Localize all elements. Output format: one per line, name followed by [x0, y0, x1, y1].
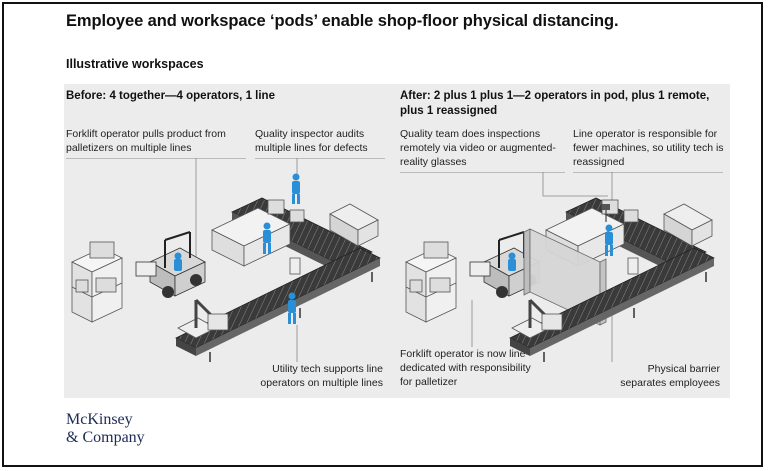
- divider: [255, 158, 385, 159]
- before-utility-note: Utility tech supports line operators on …: [260, 363, 383, 389]
- before-heading: Before: 4 together—4 operators, 1 line: [66, 90, 275, 102]
- quality-inspector-figure: [292, 173, 300, 204]
- page-title: Employee and workspace ‘pods’ enable sho…: [66, 12, 619, 30]
- after-scene: [405, 172, 715, 362]
- forklift: [135, 231, 206, 298]
- after-quality-note: Quality team does inspections remotely v…: [400, 128, 556, 168]
- after-barrier-note: Physical barrier separates employees: [620, 363, 720, 389]
- divider: [400, 172, 565, 173]
- logo-line-1: McKinsey: [66, 411, 133, 428]
- divider: [573, 172, 723, 173]
- palletizer-robot: [177, 298, 229, 339]
- before-quality-note: Quality inspector audits multiple lines …: [255, 128, 368, 154]
- line-operator-figure: [605, 224, 613, 256]
- line-operator-figure: [263, 222, 271, 254]
- divider: [66, 158, 246, 159]
- pallet-rack: [71, 241, 123, 323]
- pallet-rack: [405, 241, 457, 323]
- mckinsey-logo: McKinsey & Company: [66, 411, 145, 447]
- after-heading: After: 2 plus 1 plus 1—2 operators in po…: [400, 90, 710, 117]
- utility-tech-figure: [288, 292, 296, 324]
- outer-frame: [2, 2, 763, 467]
- page-subtitle: Illustrative workspaces: [66, 57, 204, 71]
- after-forklift-note: Forklift operator is now line-dedicated …: [400, 348, 531, 388]
- before-scene: [71, 158, 381, 362]
- before-forklift-note: Forklift operator pulls product from pal…: [66, 128, 226, 154]
- palletizer-robot: [511, 298, 563, 339]
- after-line-note: Line operator is responsible for fewer m…: [573, 128, 724, 168]
- processing-machine: [211, 199, 379, 267]
- logo-line-2: & Company: [66, 429, 145, 446]
- conveyor-belt: [175, 247, 381, 362]
